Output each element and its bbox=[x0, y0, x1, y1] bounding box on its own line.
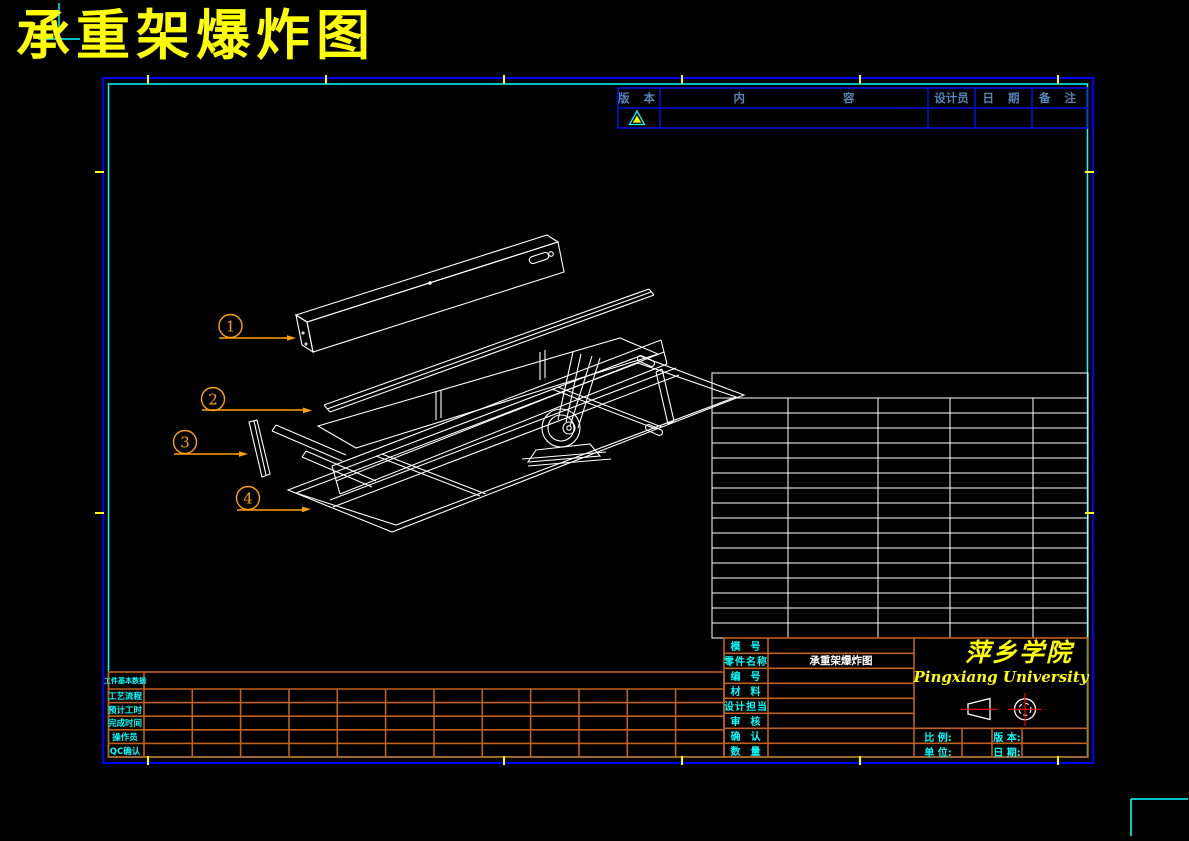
border-tick-mark bbox=[859, 75, 861, 84]
revision-col-remark: 备 注 bbox=[1038, 91, 1081, 105]
drawing-title: 承重架爆炸图 bbox=[16, 3, 376, 67]
border-tick-mark bbox=[1085, 512, 1094, 514]
part4-base-frame bbox=[271, 351, 746, 533]
callout-4: 4 bbox=[235, 485, 311, 513]
scale-label: 比 例: bbox=[924, 732, 952, 744]
version-label: 版 本: bbox=[993, 732, 1021, 744]
part-name-value: 承重架爆炸图 bbox=[809, 655, 873, 668]
border-tick-mark bbox=[503, 756, 505, 765]
exploded-view-drawing bbox=[248, 234, 746, 533]
university-name-en: Pingxiang University bbox=[913, 668, 1089, 686]
border-tick-mark bbox=[681, 756, 683, 765]
process-row-flow: 工艺流程 bbox=[107, 691, 142, 702]
process-row-basic-data: 工件基本数据 bbox=[104, 676, 146, 685]
field-part-name-label: 零件名称 bbox=[724, 657, 768, 669]
crosshair-cursor-icon bbox=[38, 3, 80, 45]
border-tick-mark bbox=[859, 756, 861, 765]
field-quantity-label: 数 量 bbox=[730, 747, 762, 759]
target-circle-projection-icon bbox=[1008, 693, 1042, 726]
parts-list-grid bbox=[711, 372, 1089, 639]
field-number-label: 编 号 bbox=[730, 672, 762, 684]
field-confirm-label: 确 认 bbox=[730, 732, 762, 744]
university-name-cn: 萍乡学院 bbox=[964, 638, 1073, 667]
svg-text:2: 2 bbox=[208, 391, 218, 409]
cone-frustum-projection-icon bbox=[961, 697, 997, 721]
field-material-label: 材 料 bbox=[730, 687, 762, 699]
border-tick-mark bbox=[147, 756, 149, 765]
border-tick-mark bbox=[147, 75, 149, 84]
field-review-label: 审 核 bbox=[730, 717, 762, 729]
part3-flat-bar bbox=[248, 419, 271, 478]
border-tick-mark bbox=[95, 512, 104, 514]
process-row-finish-time: 完成时间 bbox=[107, 719, 142, 729]
caster-wheel bbox=[521, 408, 612, 467]
callout-balloons: 1 2 3 4 bbox=[172, 313, 312, 513]
callout-1: 1 bbox=[218, 313, 296, 341]
field-model-no-label: 模 号 bbox=[730, 642, 762, 653]
revision-col-content: 内 容 bbox=[733, 91, 885, 105]
border-tick-mark bbox=[503, 75, 505, 84]
process-row-qc-confirm: QC确认 bbox=[109, 746, 141, 757]
part2-angle-rail bbox=[323, 288, 655, 413]
revision-col-version: 版 本 bbox=[618, 91, 661, 105]
svg-text:3: 3 bbox=[180, 434, 190, 452]
callout-2: 2 bbox=[200, 386, 312, 414]
border-tick-mark bbox=[95, 171, 104, 173]
process-row-operator: 操作员 bbox=[112, 732, 138, 743]
unit-label: 单 位: bbox=[924, 747, 952, 759]
process-row-est-hours: 预计工时 bbox=[107, 705, 142, 716]
process-table-grid bbox=[107, 671, 725, 758]
border-tick-mark bbox=[325, 75, 327, 84]
corner-crop-mark-icon bbox=[1130, 798, 1188, 836]
revision-col-designer: 设计员 bbox=[934, 91, 969, 105]
border-tick-mark bbox=[1085, 171, 1094, 173]
border-tick-mark bbox=[681, 75, 683, 84]
mid-channel-assembly bbox=[316, 337, 668, 495]
field-designer-label: 设计担当 bbox=[724, 702, 768, 714]
border-tick-mark bbox=[1057, 75, 1059, 84]
revision-triangle-icon bbox=[628, 109, 646, 126]
svg-text:4: 4 bbox=[243, 490, 253, 508]
date-label: 日 期: bbox=[993, 747, 1021, 759]
title-block-grid bbox=[723, 637, 1089, 758]
part1-top-beam bbox=[294, 234, 565, 354]
revision-col-date: 日 期 bbox=[982, 91, 1025, 105]
callout-3: 3 bbox=[172, 429, 248, 457]
revision-table-grid bbox=[617, 87, 1089, 129]
svg-text:1: 1 bbox=[226, 318, 236, 336]
border-tick-mark bbox=[1057, 756, 1059, 765]
